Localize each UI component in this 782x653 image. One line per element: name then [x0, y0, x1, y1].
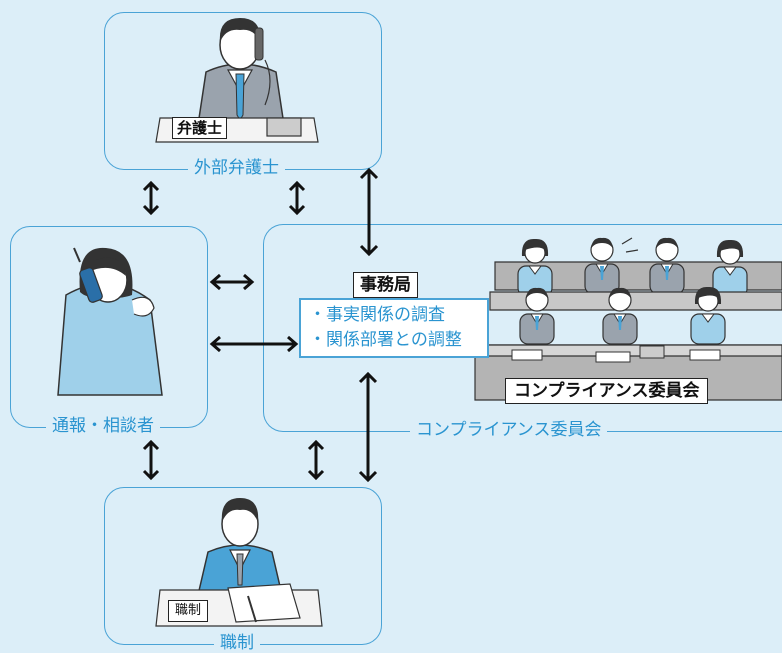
arrow-committee-management	[307, 439, 325, 481]
lawyer-desk-label: 弁護士	[172, 117, 228, 139]
task-item: ・関係部署との調整	[309, 330, 462, 350]
arrow-whistleblower-secretariat	[209, 335, 299, 353]
desk-phone-icon	[266, 117, 302, 137]
task-item: ・事実関係の調査	[309, 305, 445, 325]
secretariat-label: 事務局	[353, 272, 418, 298]
committee-room	[474, 237, 782, 401]
manager-figure	[197, 498, 283, 596]
secretariat-task-list: ・事実関係の調査 ・関係部署との調整	[299, 298, 489, 358]
management-caption: 職制	[214, 633, 260, 653]
mobile-phone-icon	[79, 267, 103, 303]
whistleblower-figure	[57, 247, 163, 396]
arrow-lawyer-secretariat	[359, 167, 379, 257]
arrow-lawyer-whistleblower	[142, 180, 160, 216]
arrow-whistleblower-management	[142, 439, 160, 481]
management-desk-label: 職制	[168, 600, 209, 622]
lawyer-figure	[197, 18, 285, 126]
committee-caption: コンプライアンス委員会	[410, 420, 608, 440]
pen-icon	[247, 595, 257, 623]
committee-table-label: コンプライアンス委員会	[505, 378, 709, 404]
document-icon	[227, 583, 301, 623]
external-lawyer-caption: 外部弁護士	[188, 158, 285, 178]
arrow-secretariat-management	[358, 371, 378, 483]
whistleblower-caption: 通報・相談者	[46, 416, 160, 436]
arrow-lawyer-committee	[288, 180, 306, 216]
arrow-whistleblower-committee	[209, 273, 255, 291]
